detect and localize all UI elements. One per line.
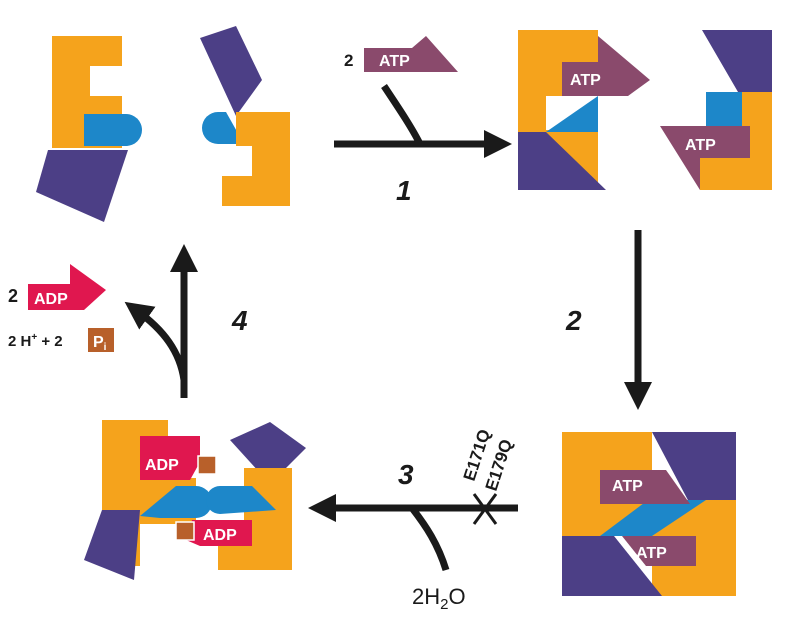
atp-tag-tr-upper	[562, 36, 650, 96]
step-4-number: 4	[231, 305, 248, 336]
atp-tag-tr-lower	[660, 126, 750, 190]
atp-bound-monomers: ATP ATP	[518, 30, 772, 190]
step-3-number: 3	[398, 459, 414, 490]
adp-output-tag: ADP	[28, 264, 106, 310]
pi-square-lower	[175, 521, 195, 541]
purple-domain-right	[200, 26, 262, 116]
step-1-number: 1	[396, 175, 412, 206]
pi-square-upper	[197, 455, 217, 475]
atp-br-upper-label: ATP	[612, 478, 643, 495]
atp-br-lower-label: ATP	[636, 545, 667, 562]
atp-input-count: 2	[344, 51, 353, 70]
blue-dimer-interface	[600, 500, 706, 536]
purple-dimer-upper	[652, 432, 736, 504]
closed-atp-dimer: ATP ATP	[562, 432, 736, 596]
purple-adp-right	[230, 422, 306, 484]
blue-lobe-left	[84, 114, 142, 146]
atp-curve-arrow	[381, 84, 424, 146]
blue-adp-left	[140, 486, 212, 518]
products-curve-arrow	[124, 301, 188, 381]
adp-bl-lower-label: ADP	[203, 527, 237, 544]
adp-pi-dimer: ADP ADP	[84, 420, 306, 580]
purple-dimer-lower	[562, 536, 662, 596]
orange-domain-right	[222, 112, 290, 206]
orange-adp-right	[218, 468, 292, 570]
atp-input-tag: ATP	[364, 36, 458, 72]
step-2-reaction: 2	[565, 230, 652, 410]
step-4-reaction: 4 2 ADP 2 H+ + 2 Pi	[8, 244, 248, 398]
purple-domain-tr-left	[518, 132, 606, 190]
monomer-left	[36, 36, 142, 222]
step-3-reaction: 3 E171Q E179Q 2H2O	[308, 427, 518, 613]
step-2-number: 2	[565, 305, 582, 336]
pi-output-label: Pi	[93, 334, 107, 353]
purple-adp-left	[84, 510, 140, 580]
separated-monomers	[36, 26, 290, 222]
adp-bl-upper-label: ADP	[145, 457, 179, 474]
water-input: 2H2O	[412, 584, 466, 613]
orange-dimer-lower	[652, 500, 736, 596]
atp-monomer-left: ATP	[518, 30, 650, 190]
water-curve-arrow	[409, 505, 450, 572]
adp-tag-bl-upper	[140, 436, 200, 480]
mutation-block-cross	[472, 493, 498, 525]
atp-input-label: ATP	[379, 53, 410, 70]
purple-domain-tr-right	[702, 30, 772, 92]
atp-tag-br-lower	[622, 536, 696, 566]
protons-pi-output: 2 H+ + 2	[8, 332, 63, 350]
blue-wedge-tr-left	[546, 96, 598, 132]
blue-lobe-right	[202, 112, 244, 144]
orange-dimer-upper	[562, 432, 652, 536]
pi-output-tag: Pi	[88, 328, 114, 353]
atp-tr-upper-label: ATP	[570, 72, 601, 89]
atp-monomer-right: ATP	[660, 30, 772, 190]
atp-tag-br-upper	[600, 470, 690, 504]
monomer-right	[200, 26, 290, 206]
blue-adp-right	[206, 486, 276, 514]
adp-output-label: ADP	[34, 291, 68, 308]
step-1-reaction: 2 ATP 1	[334, 36, 512, 206]
atp-tr-lower-label: ATP	[685, 137, 716, 154]
adp-tag-bl-lower	[186, 520, 252, 546]
blue-wedge-tr-right	[706, 92, 742, 126]
purple-domain-left	[36, 150, 128, 222]
adp-output-count: 2	[8, 286, 18, 306]
